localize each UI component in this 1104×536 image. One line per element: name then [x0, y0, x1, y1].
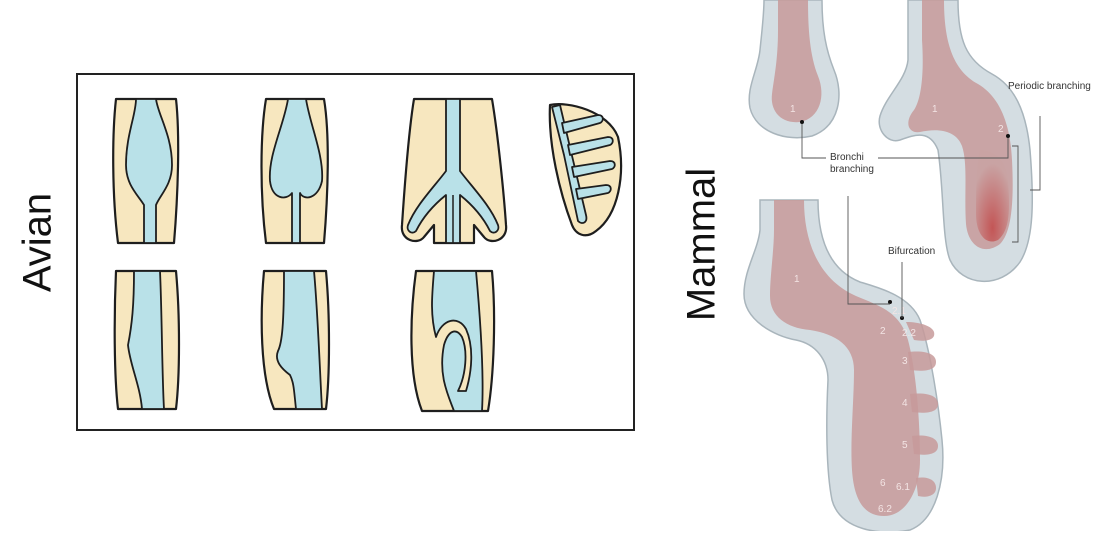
mammal-title: Mammal [680, 155, 725, 335]
avian-diagram: .t { fill:#f7e7bf; stroke:#1e1e1e; strok… [78, 75, 633, 429]
branch-label-2-2: 2.2 [902, 328, 916, 339]
bronchi-label-line-1: Bronchi [830, 152, 874, 164]
branch-label-1a: 1 [790, 104, 796, 115]
mammal-bud-stage-1: 1 [749, 0, 839, 138]
bronchi-branching-label: Bronchi branching [830, 152, 874, 176]
branch-label-5: 5 [902, 440, 908, 451]
branch-label-6-1: 6.1 [896, 482, 910, 493]
bud-tip-dot [800, 120, 804, 124]
avian-stage-6 [262, 271, 329, 409]
periodic-branching-label: Periodic branching [1008, 81, 1091, 92]
mammal-bud-stage-2: 1 2 [879, 0, 1032, 281]
bifurcation-dot-1 [888, 300, 892, 304]
avian-stage-1 [113, 99, 178, 243]
branch-label-6: 6 [880, 478, 886, 489]
branch-label-2-1: 2.1 [892, 306, 906, 317]
avian-stage-2 [262, 99, 328, 243]
branch-label-4: 4 [902, 398, 908, 409]
mammal-diagram: .mes { fill:#d4dde2; stroke:#a9b5bc; str… [730, 0, 1104, 531]
mammal-diagram-panel: .mes { fill:#d4dde2; stroke:#a9b5bc; str… [730, 0, 1104, 531]
avian-stage-7 [411, 271, 494, 411]
branch-label-2: 2 [880, 326, 886, 337]
branch-label-1b: 1 [932, 104, 938, 115]
bifurcation-label: Bifurcation [888, 246, 935, 257]
branch-point-dot [1006, 134, 1010, 138]
branch-label-2a: 2 [998, 124, 1004, 135]
avian-diagram-panel: .t { fill:#f7e7bf; stroke:#1e1e1e; strok… [76, 73, 635, 431]
avian-stage-3 [402, 99, 506, 243]
avian-stage-4 [550, 104, 621, 235]
avian-stage-5 [115, 271, 179, 409]
branch-label-3: 3 [902, 356, 908, 367]
avian-title: Avian [16, 183, 61, 303]
branch-label-6-2: 6.2 [878, 504, 892, 515]
branch-label-1c: 1 [794, 274, 800, 285]
bronchi-label-line-2: branching [830, 164, 874, 176]
